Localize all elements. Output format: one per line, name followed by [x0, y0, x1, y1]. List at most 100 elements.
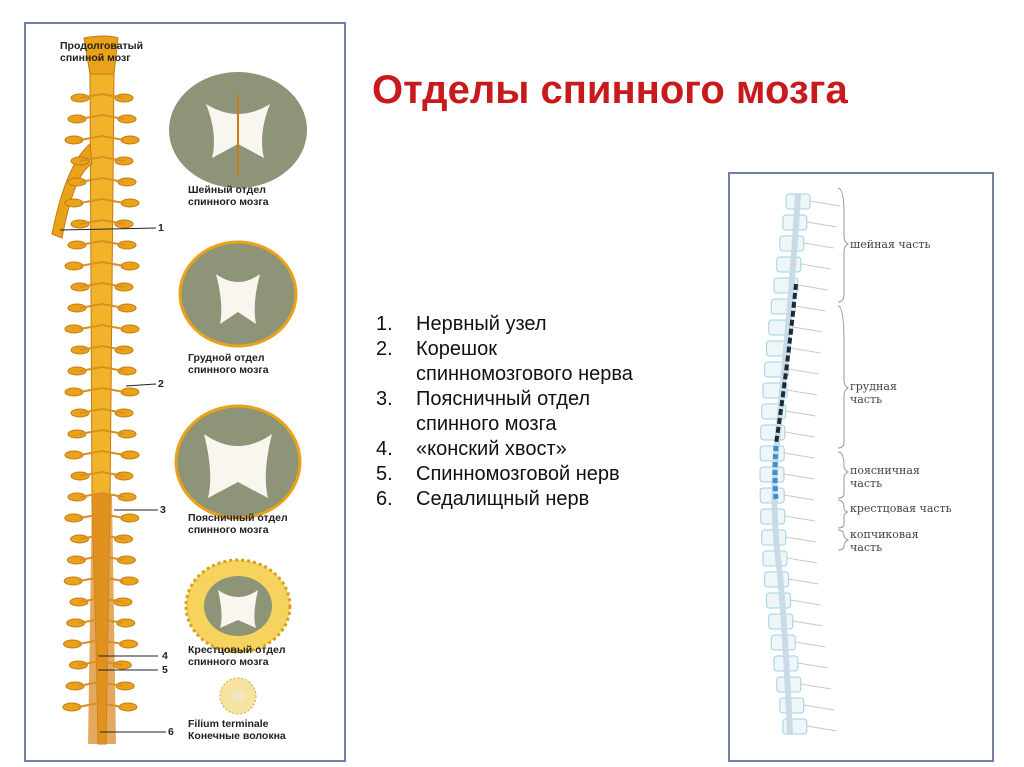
nerve-root: [70, 534, 90, 544]
nerve-root: [116, 618, 136, 628]
nerve-fiber: [101, 93, 125, 99]
nerve-root: [116, 555, 136, 565]
spinal-nerve: [785, 410, 816, 417]
nerve-fiber: [101, 261, 125, 267]
nerve-fiber: [101, 219, 125, 225]
left-figure-panel: Продолговатый спинной мозг 1 2 3 4 5 6 Ш…: [24, 22, 346, 762]
nerve-fiber: [79, 93, 103, 99]
nerve-root: [66, 555, 86, 565]
nerve-fiber: [79, 282, 103, 288]
nerve-fiber: [99, 681, 123, 687]
nerve-root: [67, 366, 87, 376]
nerve-root: [117, 240, 137, 250]
spinal-nerve: [788, 578, 819, 585]
nerve-fiber: [79, 219, 103, 225]
spinal-nerve: [790, 599, 821, 606]
spinal-nerve: [786, 389, 818, 396]
nerve-root: [67, 114, 87, 124]
vertebral-column: [759, 193, 841, 735]
nerve-fiber: [79, 408, 103, 414]
nerve-fiber: [79, 513, 102, 519]
nerve-fiber: [79, 429, 103, 435]
vertebra: [759, 445, 785, 462]
nerve-fiber: [101, 471, 125, 477]
nerve-fiber: [79, 261, 103, 267]
callout-number-2: 2: [158, 378, 164, 390]
vertebral-column-diagram: [759, 187, 850, 735]
spinal-nerve: [784, 494, 815, 501]
nerve-fiber: [101, 156, 125, 162]
nerve-fiber: [101, 534, 124, 540]
legend-number: 2.: [376, 338, 393, 360]
legend-number: 4.: [376, 438, 393, 460]
section-label-thoracic: Грудной отдел спинного мозга: [188, 352, 269, 376]
spinal-nerve: [795, 641, 826, 648]
nerve-root: [67, 429, 87, 439]
nerve-fiber: [79, 324, 103, 330]
nerve-fiber: [78, 597, 102, 603]
nerve-fiber: [101, 114, 125, 120]
lumbar-segments: [772, 445, 779, 501]
legend-item: 4. «конский хвост»: [376, 437, 716, 462]
nerve-fiber: [77, 702, 101, 708]
cross-section-thoracic: [178, 240, 298, 348]
nerve-fiber: [101, 492, 125, 498]
spinal-nerve: [792, 620, 823, 627]
spinal-nerve: [792, 326, 823, 333]
nerve-fiber: [99, 702, 123, 708]
spinal-nerve: [785, 536, 816, 543]
legend-text: Нервный узел: [416, 313, 547, 335]
nerve-fiber: [79, 135, 103, 141]
nerve-root: [117, 366, 137, 376]
nerve-root: [67, 303, 87, 313]
spinal-nerve: [800, 263, 831, 270]
region-label-sacral: крестцовая часть: [850, 502, 952, 515]
nerve-root: [117, 114, 137, 124]
vertebra: [764, 571, 790, 588]
nerve-fiber: [101, 345, 125, 351]
legend-text: «конский хвост»: [416, 438, 567, 460]
legend-item: 6. Седалищный нерв: [376, 487, 716, 512]
nerve-root: [117, 177, 137, 187]
nerve-fiber: [79, 555, 102, 561]
nerve-fiber: [79, 240, 103, 246]
nerve-fiber: [101, 450, 125, 456]
section-label-lumbar: Поясничный отдел спинного мозга: [188, 512, 288, 536]
nerve-root: [67, 492, 87, 502]
nerve-root: [117, 429, 137, 439]
nerve-fiber: [101, 324, 125, 330]
nerve-fiber: [101, 429, 125, 435]
nerve-fiber: [101, 177, 125, 183]
spinal-nerve-roots: [62, 93, 140, 712]
nerve-root: [66, 618, 86, 628]
cross-section-sacral: [184, 558, 292, 654]
spinal-nerve: [803, 704, 834, 711]
region-label-cervical: шейная часть: [850, 238, 931, 251]
spinal-cord-segments: [774, 283, 798, 445]
nerve-fiber: [100, 639, 123, 645]
spinal-nerve: [788, 368, 819, 375]
legend-text: Спинномозговой нерв: [416, 463, 620, 485]
callout-number-3: 3: [160, 504, 166, 516]
legend-number: 5.: [376, 463, 393, 485]
legend-number: 3.: [376, 388, 393, 410]
nerve-fiber: [79, 156, 103, 162]
spinal-nerve: [797, 284, 828, 291]
nerve-fiber: [78, 618, 101, 624]
legend-number: 1.: [376, 313, 393, 335]
spinal-nerve: [784, 452, 815, 459]
callout-number-1: 1: [158, 222, 164, 234]
callout-number-4: 4: [162, 650, 168, 662]
nerve-fiber: [79, 303, 103, 309]
region-label-coccygeal: копчиковая часть: [850, 528, 919, 554]
spinal-nerve: [790, 347, 821, 354]
spinal-nerve: [806, 221, 837, 228]
nerve-fiber: [79, 534, 102, 540]
nerve-fiber: [101, 387, 125, 393]
medulla-label: Продолговатый спинной мозг: [60, 40, 144, 64]
legend-item: 1. Нервный узел: [376, 312, 716, 337]
nerve-fiber: [79, 450, 103, 456]
nerve-fiber: [101, 555, 124, 561]
nerve-fiber: [101, 240, 125, 246]
legend-text: Поясничный отдел спинного мозга: [416, 388, 591, 435]
